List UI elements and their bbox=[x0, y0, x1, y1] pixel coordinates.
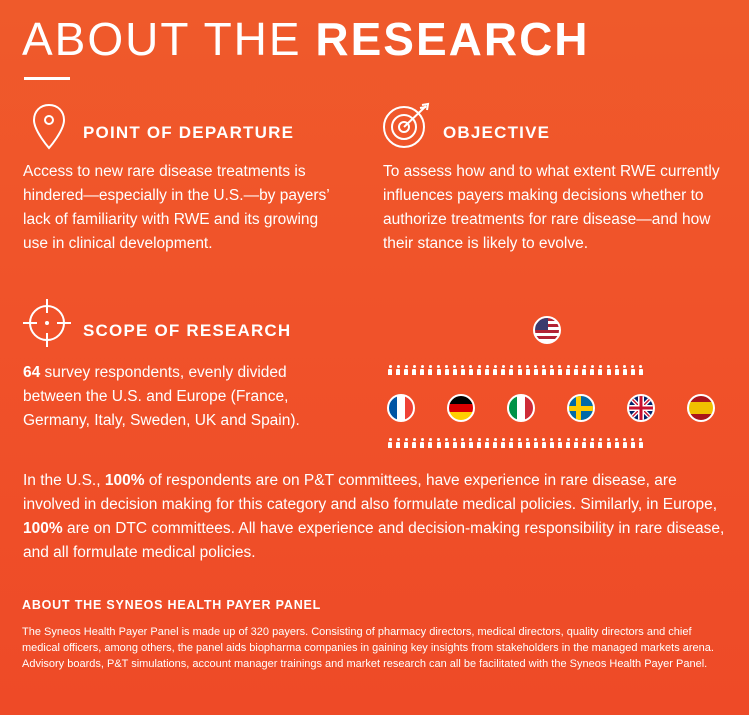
scope-count: 64 bbox=[23, 364, 41, 381]
person-icon bbox=[444, 438, 449, 448]
person-icon bbox=[590, 365, 595, 375]
germany-flag-icon bbox=[447, 394, 475, 422]
scope-description: survey respondents, evenly divided betwe… bbox=[23, 364, 300, 429]
person-icon bbox=[493, 438, 498, 448]
person-icon bbox=[468, 365, 473, 375]
person-icon bbox=[606, 438, 611, 448]
person-icon bbox=[549, 438, 554, 448]
person-icon bbox=[452, 438, 457, 448]
person-icon bbox=[477, 365, 482, 375]
sweden-flag-icon bbox=[567, 394, 595, 422]
person-icon bbox=[493, 365, 498, 375]
title-bold: RESEARCH bbox=[315, 13, 590, 65]
person-icon bbox=[517, 438, 522, 448]
objective-text: To assess how and to what extent RWE cur… bbox=[383, 163, 720, 252]
italy-flag-icon bbox=[507, 394, 535, 422]
scope-heading: SCOPE OF RESEARCH bbox=[83, 321, 292, 340]
crosshair-icon bbox=[22, 298, 72, 348]
person-icon bbox=[501, 438, 506, 448]
scope-text: 64 survey respondents, evenly divided be… bbox=[23, 361, 333, 433]
person-icon bbox=[574, 365, 579, 375]
person-icon bbox=[509, 365, 514, 375]
person-icon bbox=[452, 365, 457, 375]
person-icon bbox=[614, 365, 619, 375]
target-icon bbox=[382, 102, 434, 150]
person-icon bbox=[388, 438, 392, 448]
europe-percentage: 100% bbox=[23, 520, 63, 537]
summary-part-1: In the U.S., bbox=[23, 472, 105, 489]
person-icon bbox=[404, 365, 409, 375]
person-icon bbox=[598, 365, 603, 375]
person-icon bbox=[557, 438, 562, 448]
person-icon bbox=[477, 438, 482, 448]
panel-heading: ABOUT THE SYNEOS HEALTH PAYER PANEL bbox=[22, 598, 322, 612]
spain-flag-icon bbox=[687, 394, 715, 422]
person-icon bbox=[630, 365, 635, 375]
france-flag-icon bbox=[387, 394, 415, 422]
person-icon bbox=[420, 438, 425, 448]
title-light: ABOUT THE bbox=[22, 13, 302, 65]
person-icon bbox=[541, 438, 546, 448]
person-icon bbox=[533, 365, 538, 375]
person-icon bbox=[468, 438, 473, 448]
person-icon bbox=[557, 365, 562, 375]
person-icon bbox=[420, 365, 425, 375]
us-percentage: 100% bbox=[104, 472, 145, 489]
person-icon bbox=[388, 365, 392, 375]
title-underline bbox=[24, 77, 70, 80]
person-icon bbox=[533, 438, 538, 448]
person-icon bbox=[396, 365, 401, 375]
departure-heading: POINT OF DEPARTURE bbox=[83, 123, 295, 142]
person-icon bbox=[541, 365, 546, 375]
person-icon bbox=[525, 438, 530, 448]
person-icon bbox=[460, 438, 465, 448]
objective-heading: OBJECTIVE bbox=[443, 123, 551, 142]
person-icon bbox=[606, 365, 611, 375]
person-icon bbox=[549, 365, 554, 375]
europe-respondents-row bbox=[388, 436, 718, 448]
person-icon bbox=[485, 365, 490, 375]
person-icon bbox=[436, 438, 441, 448]
departure-text: Access to new rare disease treatments is… bbox=[23, 163, 330, 252]
person-icon bbox=[582, 438, 587, 448]
person-icon bbox=[590, 438, 595, 448]
person-icon bbox=[509, 438, 514, 448]
us-flag-icon bbox=[533, 316, 561, 344]
person-icon bbox=[412, 438, 417, 448]
person-icon bbox=[614, 438, 619, 448]
person-icon bbox=[566, 365, 571, 375]
person-icon bbox=[630, 438, 635, 448]
person-icon bbox=[566, 438, 571, 448]
person-icon bbox=[444, 365, 449, 375]
person-icon bbox=[525, 365, 530, 375]
person-icon bbox=[638, 365, 643, 375]
person-icon bbox=[404, 438, 409, 448]
person-icon bbox=[436, 365, 441, 375]
panel-text: The Syneos Health Payer Panel is made up… bbox=[22, 626, 714, 671]
person-icon bbox=[485, 438, 490, 448]
summary-part-2: of respondents are on P&T committees, ha… bbox=[23, 472, 718, 513]
person-icon bbox=[460, 365, 465, 375]
page-title: ABOUT THE RESEARCH bbox=[22, 12, 590, 66]
us-respondents-row bbox=[388, 363, 718, 375]
person-icon bbox=[428, 438, 433, 448]
summary-text: In the U.S., 100% of respondents are on … bbox=[23, 469, 733, 565]
map-pin-icon bbox=[31, 103, 67, 151]
person-icon bbox=[396, 438, 401, 448]
person-icon bbox=[582, 365, 587, 375]
person-icon bbox=[517, 365, 522, 375]
person-icon bbox=[622, 438, 627, 448]
person-icon bbox=[638, 438, 643, 448]
summary-part-3: are on DTC committees. All have experien… bbox=[23, 520, 725, 561]
person-icon bbox=[412, 365, 417, 375]
person-icon bbox=[574, 438, 579, 448]
person-icon bbox=[598, 438, 603, 448]
person-icon bbox=[501, 365, 506, 375]
person-icon bbox=[622, 365, 627, 375]
uk-flag-icon bbox=[627, 394, 655, 422]
person-icon bbox=[428, 365, 433, 375]
